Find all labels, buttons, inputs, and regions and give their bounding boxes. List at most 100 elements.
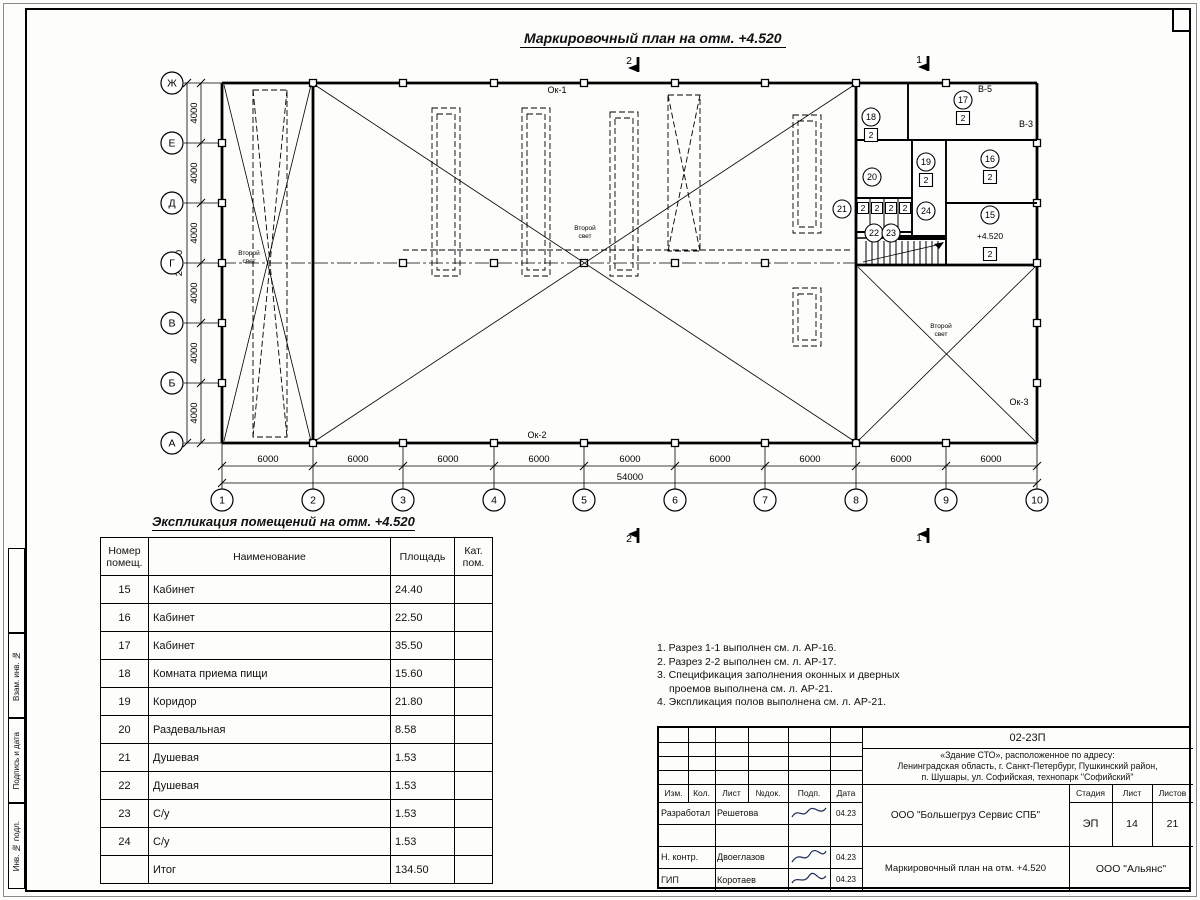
- axis-number: 6: [672, 495, 678, 507]
- drawing-frame: [25, 8, 1191, 892]
- dim-4000: 4000: [189, 222, 200, 243]
- vent-label-v5: В-5: [978, 84, 992, 94]
- room-cat: 2: [889, 203, 894, 213]
- room-number-16: 16: [985, 154, 995, 164]
- object-line: «Здание СТО», расположенное по адресу:: [940, 749, 1115, 760]
- dim-4000: 4000: [189, 342, 200, 363]
- sheet-number: 14: [1126, 818, 1138, 830]
- dim-4000: 4000: [189, 402, 200, 423]
- room-cat: 2: [924, 175, 929, 185]
- note-line: проемов выполнена см. л. АР-21.: [669, 682, 833, 695]
- note-line: 2. Разрез 2-2 выполнен см. л. АР-17.: [657, 655, 837, 668]
- axis-letter: Г: [169, 258, 175, 270]
- cell-area: 1.53: [390, 799, 455, 828]
- room-number-15: 15: [985, 210, 995, 220]
- col-header-area: Площадь: [390, 537, 455, 576]
- table-header-row: Номер помещ. Наименование Площадь Кат. п…: [100, 537, 493, 576]
- stamp-box-podpis-data: Подпись и дата: [8, 718, 25, 803]
- sheet-outer-border: [3, 3, 1197, 897]
- cell-area: 21.80: [390, 687, 455, 716]
- cell-num: 15: [100, 575, 149, 604]
- col-data: Дата: [836, 788, 856, 798]
- cell-cat: [454, 827, 493, 856]
- stamp-box-inv-podl: Инв. № подл.: [8, 803, 25, 889]
- dimension-lines: 4000 4000 4000 4000 4000 4000 24000 6000…: [174, 78, 1042, 488]
- room-cat: 2: [875, 203, 880, 213]
- stage-header: Стадия: [1076, 788, 1105, 798]
- stamp-box-empty: [8, 548, 25, 633]
- room-number-18: 18: [866, 112, 876, 122]
- cell-name: С/у: [148, 827, 391, 856]
- signature-gip: [788, 868, 830, 891]
- cell-area: 8.58: [390, 715, 455, 744]
- dim-6000: 6000: [709, 454, 730, 465]
- cell-name: Кабинет: [148, 603, 391, 632]
- cell-cat: [454, 771, 493, 800]
- name-reshetova: Решетова: [717, 808, 759, 818]
- object-address: «Здание СТО», расположенное по адресу: Л…: [862, 748, 1193, 784]
- cell-area: 15.60: [390, 659, 455, 688]
- role-nkontr: Н. контр.: [661, 852, 699, 862]
- dim-6000: 6000: [799, 454, 820, 465]
- cell-area: 134.50: [390, 855, 455, 884]
- cell-name: Душевая: [148, 771, 391, 800]
- cell-cat: [454, 631, 493, 660]
- cell-area: 22.50: [390, 603, 455, 632]
- room-markers: 18 2 17 2 19 2 16 2 20 21 2 2 2 2 24 22 …: [832, 90, 1003, 262]
- second-light-label: Второй: [574, 224, 596, 232]
- object-line: п. Шушары, ул. Софийская, технопарк "Соф…: [921, 771, 1134, 782]
- cell-name: Комната приема пищи: [148, 659, 391, 688]
- cell-name: Кабинет: [148, 631, 391, 660]
- cell-area: 1.53: [390, 743, 455, 772]
- col-header-num: Номер помещ.: [100, 537, 149, 576]
- cell-area: 1.53: [390, 771, 455, 800]
- cell-name: Душевая: [148, 743, 391, 772]
- dim-6000: 6000: [347, 454, 368, 465]
- sheets-total: 21: [1166, 818, 1179, 830]
- room-cat: 2: [903, 203, 908, 213]
- dim-4000: 4000: [189, 162, 200, 183]
- section-mark-2-top: 2: [626, 55, 632, 67]
- room-cat: 2: [988, 172, 993, 182]
- room-cat: 2: [861, 203, 866, 213]
- name-dvoeglazov: Двоеглазов: [717, 852, 765, 862]
- dim-6000: 6000: [890, 454, 911, 465]
- room-number-24: 24: [921, 206, 931, 216]
- doc-number: 02-23П: [1009, 732, 1046, 744]
- explication-table: Номер помещ. Наименование Площадь Кат. п…: [100, 537, 493, 884]
- void-crosses: [224, 85, 1035, 441]
- note-line: 4. Экспликация полов выполнена см. л. АР…: [657, 696, 886, 708]
- cell-cat: [454, 799, 493, 828]
- title-block: 02-23П «Здание СТО», расположенное по ад…: [657, 726, 1193, 891]
- plan-title: Маркировочный план на отм. +4.520: [520, 30, 786, 48]
- stamp-box-vzam-inv: Взам. инв. №: [8, 633, 25, 718]
- dim-6000: 6000: [257, 454, 278, 465]
- date-nkontr: 04.23: [835, 852, 857, 862]
- cell-cat: [454, 603, 493, 632]
- section-mark-1-top: 1: [916, 54, 922, 66]
- axis-number: 2: [310, 495, 316, 507]
- notes-block: 1. Разрез 1-1 выполнен см. л. АР-16. 2. …: [657, 642, 900, 710]
- second-light-label: Второй: [238, 249, 260, 257]
- cell-area: 1.53: [390, 827, 455, 856]
- axis-number: 8: [853, 495, 859, 507]
- signature-razrabotal: [788, 802, 830, 824]
- cell-num: 19: [100, 687, 149, 716]
- axis-bubbles-bottom: 1 2 3 4 5 6 7 8 9 10: [210, 488, 1049, 512]
- corner-box: [1172, 8, 1191, 32]
- stairs: [863, 241, 944, 264]
- col-header-cat: Кат. пом.: [454, 537, 493, 576]
- cell-name: Кабинет: [148, 575, 391, 604]
- sheets-header: Листов: [1158, 788, 1187, 798]
- col-kol: Кол.: [693, 788, 710, 798]
- room-cat: 2: [869, 130, 874, 140]
- axis-letter: Ж: [167, 78, 177, 90]
- design-firm: ООО "Альянс": [1095, 862, 1167, 875]
